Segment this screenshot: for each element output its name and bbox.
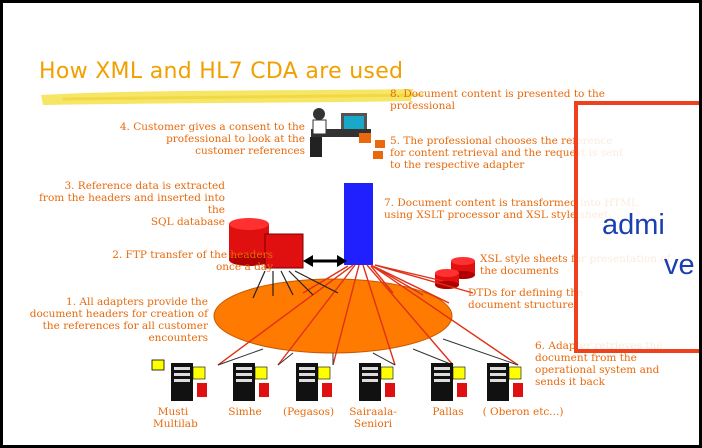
sql-database [229, 218, 304, 269]
small-yellow-square [151, 359, 165, 371]
diagram [151, 108, 523, 401]
system-label-simhe: Simhe [228, 406, 262, 418]
professional-workstation [310, 108, 385, 159]
server-icons [171, 363, 523, 401]
title-highlight [41, 89, 424, 105]
system-label-pallas: Pallas [432, 406, 464, 418]
system-label-pegasos: (Pegasos) [283, 406, 335, 418]
xsl-database [435, 257, 475, 289]
header-arrows [252, 270, 339, 299]
note-5: 5. The professional chooses the referenc… [390, 135, 624, 171]
adapter-links [217, 338, 519, 366]
system-label-oberon: ( Oberon etc...) [482, 406, 564, 418]
system-label-sairaala: Sairaala-Seniori [349, 406, 397, 430]
overlay-text-line1: admi [602, 209, 665, 241]
retrieval-arrows [217, 264, 519, 366]
overlay-panel: admi ve [574, 101, 699, 353]
double-arrow [303, 255, 347, 267]
slide: { "title": "How XML and HL7 CDA are used… [3, 3, 699, 445]
xslt-server [344, 183, 373, 265]
overlay-text-line2: ve [664, 249, 695, 281]
page-title: How XML and HL7 CDA are used [39, 59, 404, 84]
